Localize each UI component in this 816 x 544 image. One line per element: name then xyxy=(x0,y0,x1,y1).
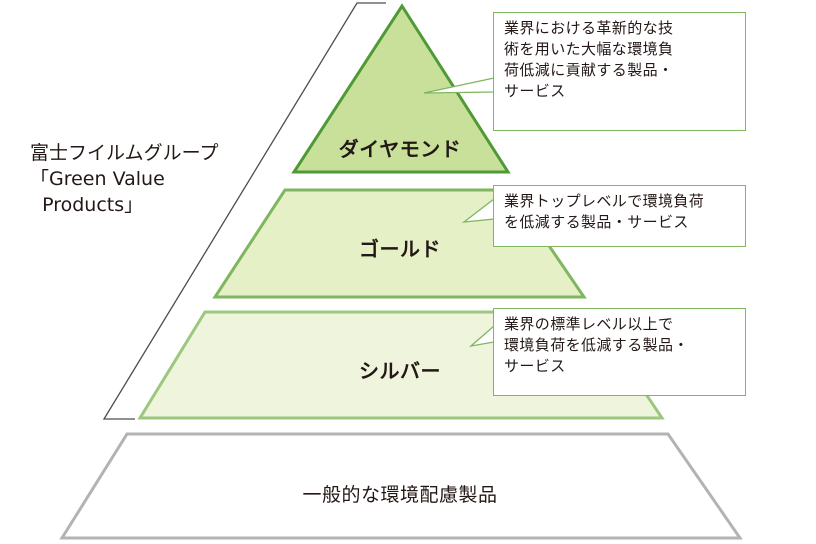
callout-silver-description: 業界の標準レベル以上で 環境負荷を低減する製品・ サービス xyxy=(493,308,746,396)
callout-gold-description: 業界トップレベルで環境負荷 を低減する製品・サービス xyxy=(493,185,746,247)
green-value-bracket xyxy=(102,2,386,420)
brand-line-3: Products」 xyxy=(30,194,144,216)
tier-base-label: 一般的な環境配慮製品 xyxy=(302,484,498,506)
brand-line-2: 「Green Value xyxy=(30,168,165,190)
tier-gold-label: ゴールド xyxy=(359,237,441,261)
tier-silver-label: シルバー xyxy=(359,359,441,383)
tier-base-shape xyxy=(59,432,743,540)
green-value-products-label: 富士フイルムグループ 「Green Value Products」 xyxy=(30,140,280,218)
callout-diamond-description: 業界における革新的な技 術を用いた大幅な環境負 荷低減に貢献する製品・ サービス xyxy=(493,12,746,131)
brand-line-1: 富士フイルムグループ xyxy=(30,142,219,164)
tier-diamond-label: ダイヤモンド xyxy=(338,137,462,161)
